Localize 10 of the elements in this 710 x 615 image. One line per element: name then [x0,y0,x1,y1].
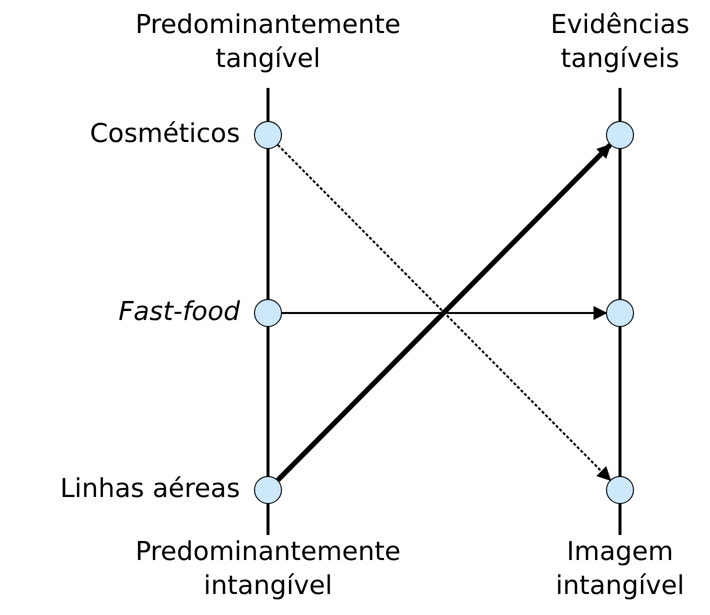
circle-marker [606,121,634,149]
category-label: Fast-food [118,296,240,329]
circle-marker [606,299,634,327]
circle-marker [606,476,634,504]
category-label: Linhas aéreas [60,473,240,506]
circle-marker [254,476,282,504]
circle-marker [254,299,282,327]
arrow [282,306,608,320]
category-label: Cosméticos [90,118,240,151]
circle-marker [254,121,282,149]
